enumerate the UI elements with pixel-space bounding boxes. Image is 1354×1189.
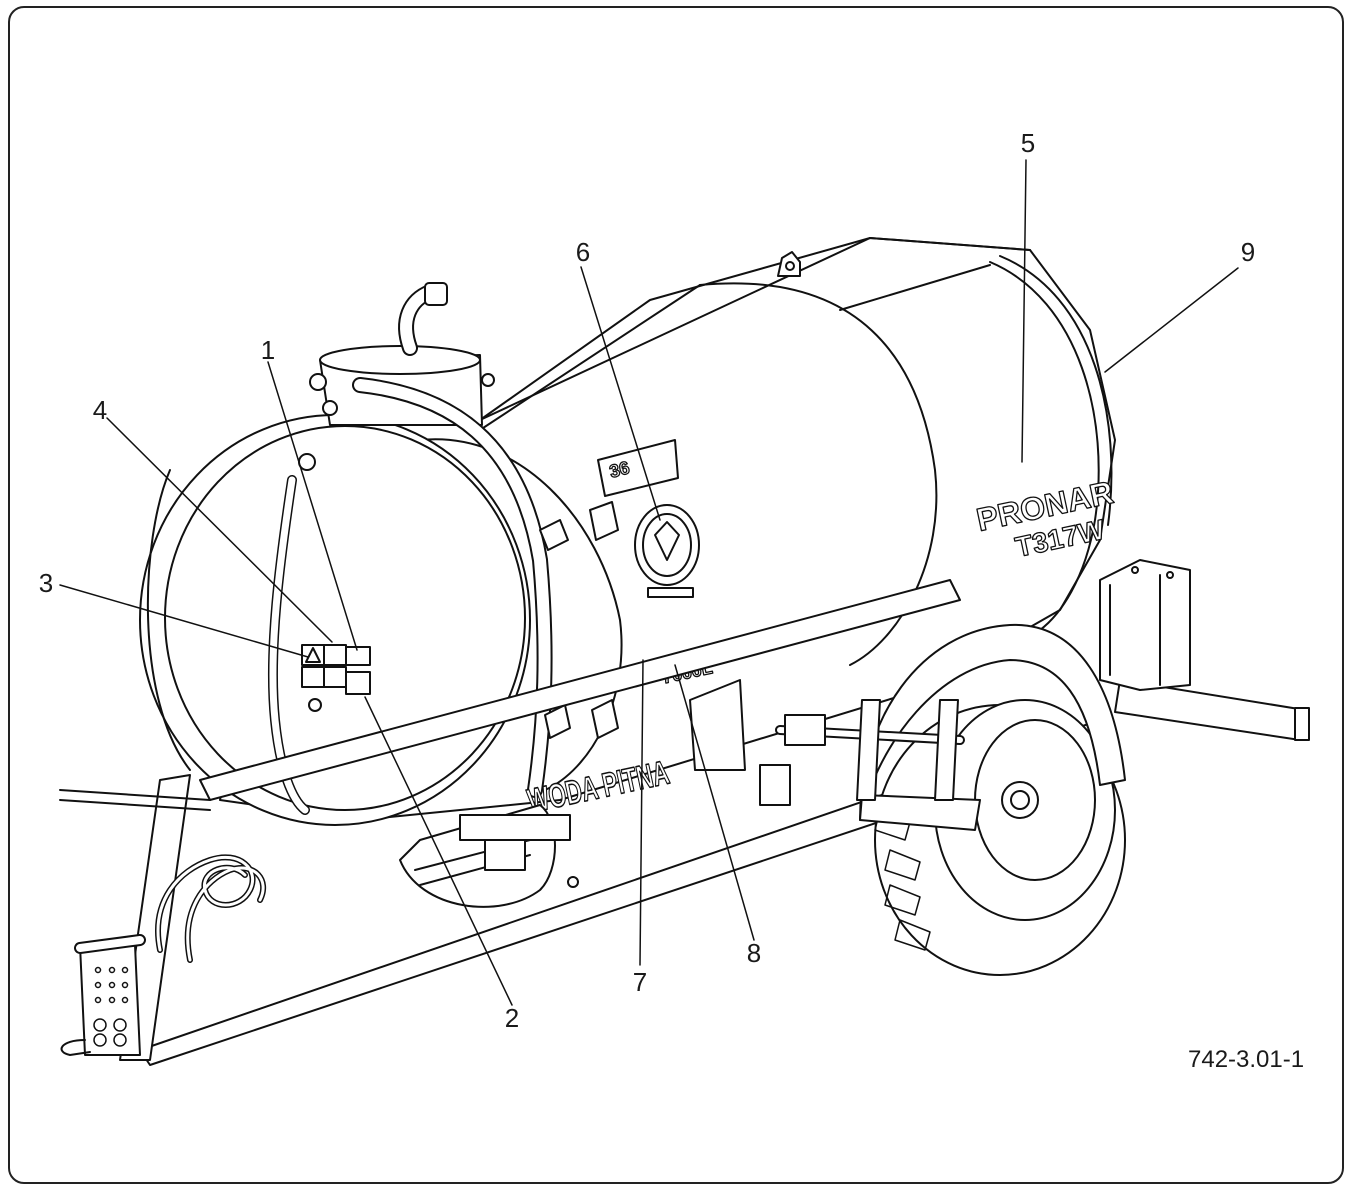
figure-reference: 742-3.01-1	[1188, 1046, 1305, 1073]
callout-7: 7	[632, 967, 648, 997]
callout-4: 4	[92, 395, 108, 425]
axle-assembly	[689, 679, 965, 806]
callout-6: 6	[575, 237, 591, 267]
rear-lamp-bracket	[1099, 559, 1191, 691]
callout-9: 9	[1240, 237, 1256, 267]
mudguard	[859, 623, 1126, 831]
leader-lines	[59, 159, 1239, 1006]
callout-2: 2	[504, 1003, 520, 1033]
figure-frame	[8, 6, 1344, 1184]
callout-5: 5	[1020, 128, 1036, 158]
callout-1: 1	[260, 335, 276, 365]
drain-valve	[459, 814, 579, 888]
tank-side-details	[539, 439, 700, 739]
callout-3: 3	[38, 568, 54, 598]
fill-hatch	[309, 282, 553, 798]
callout-8: 8	[746, 938, 762, 968]
